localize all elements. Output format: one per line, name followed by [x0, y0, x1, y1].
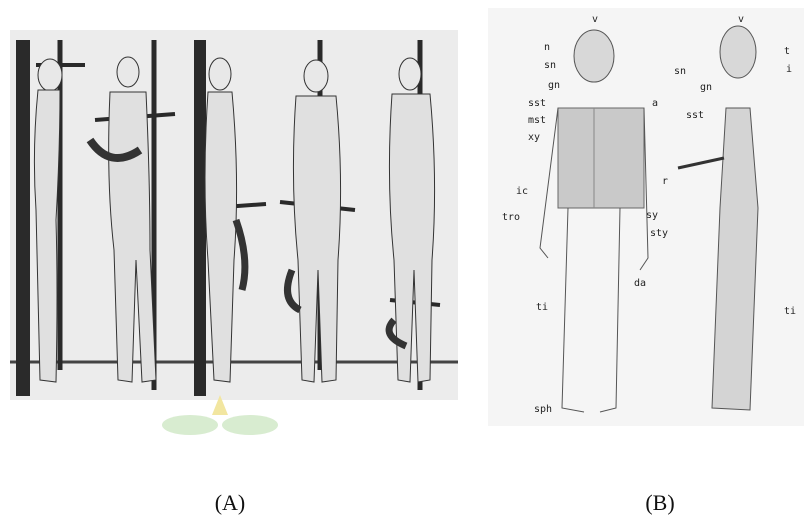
- side-figure: [678, 26, 758, 410]
- label-mst: mst: [528, 115, 546, 126]
- figure-front-rod: [389, 40, 440, 390]
- label-sy: sy: [646, 210, 658, 221]
- figure-side-wall: [16, 40, 85, 396]
- caption-a: (A): [190, 490, 270, 516]
- figure-front-hip: [280, 40, 355, 382]
- label-sn-front: sn: [544, 60, 556, 71]
- label-sn-side: sn: [674, 66, 686, 77]
- label-i: i: [786, 64, 792, 75]
- label-xy: xy: [528, 132, 540, 143]
- figure-side-caliper: [194, 40, 266, 396]
- label-da: da: [634, 278, 646, 289]
- label-tro: tro: [502, 212, 520, 223]
- label-sph: sph: [534, 404, 552, 415]
- caption-b: (B): [620, 490, 700, 516]
- figure-front-arm: [90, 40, 175, 390]
- label-sst-front: sst: [528, 98, 546, 109]
- label-v-side: v: [738, 14, 744, 25]
- measurement-illustration: [10, 30, 458, 400]
- figure-panel-b: v n sn gn sst a mst xy ic r tro sy sty d…: [488, 8, 804, 426]
- label-n: n: [544, 42, 550, 53]
- label-r: r: [662, 176, 668, 187]
- label-ic: ic: [516, 186, 528, 197]
- label-sty: sty: [650, 228, 668, 239]
- figure-panel-a: [10, 30, 458, 400]
- label-v-front: v: [592, 14, 598, 25]
- landmarks-illustration: v n sn gn sst a mst xy ic r tro sy sty d…: [488, 8, 804, 426]
- watermark-logo: [150, 395, 290, 435]
- label-gn-side: gn: [700, 82, 712, 93]
- label-ti-side: ti: [784, 306, 796, 317]
- label-t: t: [784, 46, 790, 57]
- label-sst-side: sst: [686, 110, 704, 121]
- label-ti-front: ti: [536, 302, 548, 313]
- label-gn-front: gn: [548, 80, 560, 91]
- label-a: a: [652, 98, 658, 109]
